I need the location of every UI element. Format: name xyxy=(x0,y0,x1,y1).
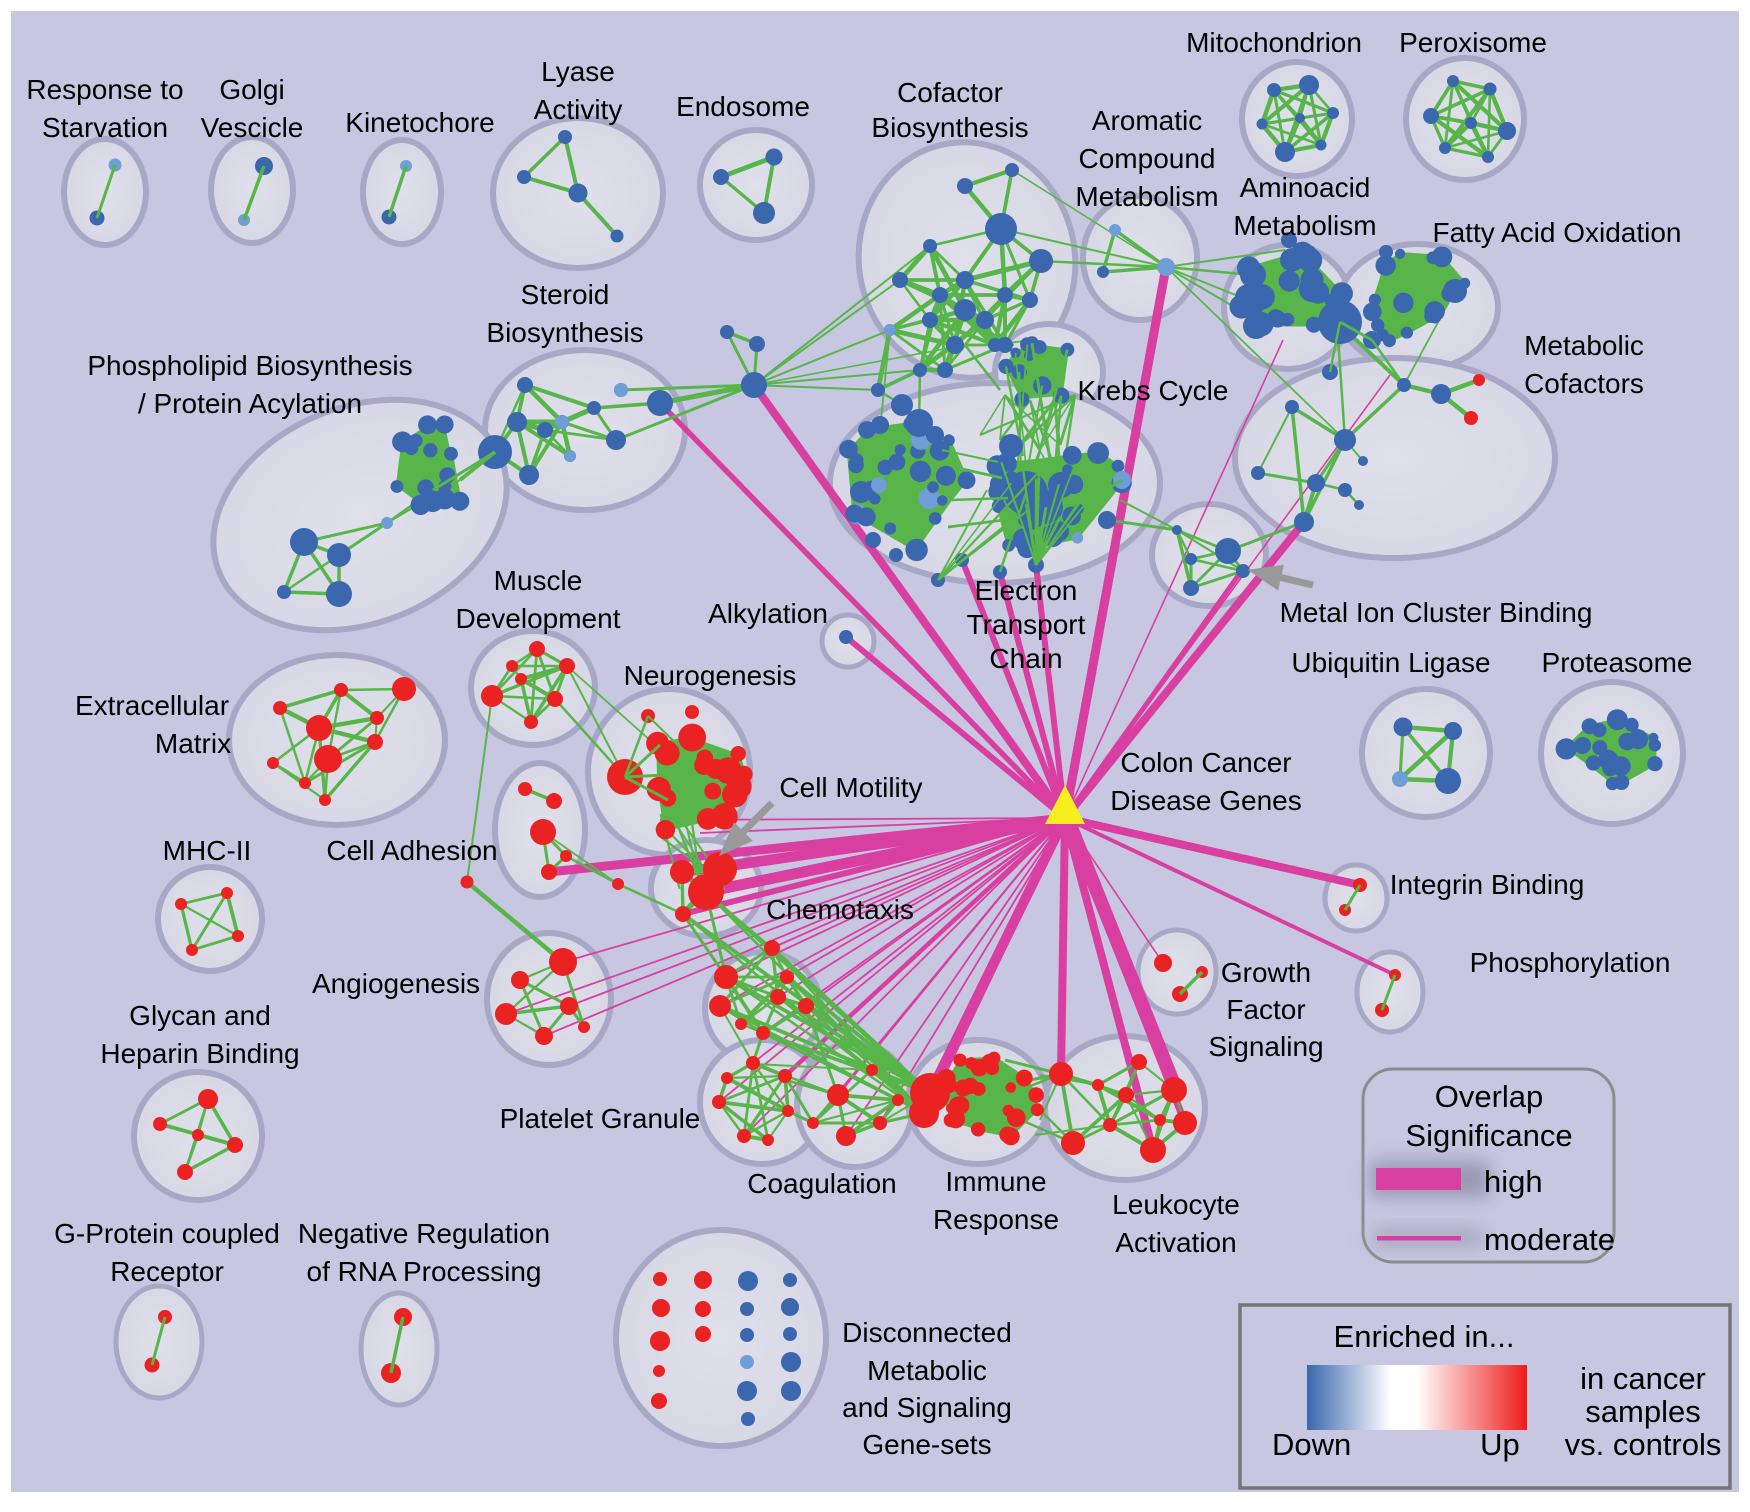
svg-text:Development: Development xyxy=(456,603,621,634)
svg-text:Metal Ion Cluster Binding: Metal Ion Cluster Binding xyxy=(1280,597,1593,628)
svg-text:Aromatic: Aromatic xyxy=(1092,105,1202,136)
svg-text:moderate: moderate xyxy=(1484,1222,1615,1257)
svg-text:Glycan and: Glycan and xyxy=(129,1000,271,1031)
svg-text:Gene-sets: Gene-sets xyxy=(862,1429,991,1460)
svg-text:Response to: Response to xyxy=(26,74,183,105)
svg-text:Disease Genes: Disease Genes xyxy=(1110,785,1301,816)
svg-text:Neurogenesis: Neurogenesis xyxy=(624,660,797,691)
svg-text:Immune: Immune xyxy=(945,1166,1046,1197)
svg-text:Factor: Factor xyxy=(1226,994,1305,1025)
svg-text:Lyase: Lyase xyxy=(541,56,615,87)
svg-text:Compound: Compound xyxy=(1079,143,1216,174)
svg-text:Endosome: Endosome xyxy=(676,91,810,122)
svg-text:Transport: Transport xyxy=(967,609,1086,640)
svg-text:Up: Up xyxy=(1480,1427,1520,1462)
svg-text:of RNA Processing: of RNA Processing xyxy=(307,1256,542,1287)
svg-text:Colon Cancer: Colon Cancer xyxy=(1120,747,1291,778)
svg-text:Kinetochore: Kinetochore xyxy=(345,107,494,138)
svg-text:Integrin Binding: Integrin Binding xyxy=(1390,869,1585,900)
svg-text:Chemotaxis: Chemotaxis xyxy=(766,894,914,925)
svg-text:Cell Adhesion: Cell Adhesion xyxy=(326,835,497,866)
svg-text:Growth: Growth xyxy=(1221,957,1311,988)
svg-text:vs. controls: vs. controls xyxy=(1565,1427,1722,1462)
svg-text:Steroid: Steroid xyxy=(521,279,610,310)
svg-text:Down: Down xyxy=(1272,1427,1351,1462)
svg-text:Metabolic: Metabolic xyxy=(867,1355,987,1386)
svg-text:Aminoacid: Aminoacid xyxy=(1240,172,1371,203)
svg-text:Heparin Binding: Heparin Binding xyxy=(100,1038,299,1069)
svg-text:G-Protein coupled: G-Protein coupled xyxy=(54,1218,280,1249)
svg-text:high: high xyxy=(1484,1164,1543,1199)
svg-text:Vescicle: Vescicle xyxy=(201,112,304,143)
svg-text:Response: Response xyxy=(933,1204,1059,1235)
svg-text:Ubiquitin Ligase: Ubiquitin Ligase xyxy=(1291,647,1490,678)
svg-text:Activation: Activation xyxy=(1115,1227,1236,1258)
svg-text:Matrix: Matrix xyxy=(155,728,231,759)
svg-text:/ Protein Acylation: / Protein Acylation xyxy=(138,388,362,419)
svg-text:Metabolism: Metabolism xyxy=(1233,210,1376,241)
svg-text:Phosphorylation: Phosphorylation xyxy=(1470,947,1671,978)
svg-text:Signaling: Signaling xyxy=(1208,1031,1323,1062)
svg-text:samples: samples xyxy=(1585,1394,1700,1429)
svg-text:and Signaling: and Signaling xyxy=(842,1392,1012,1423)
svg-text:Coagulation: Coagulation xyxy=(747,1168,896,1199)
svg-text:Extracellular: Extracellular xyxy=(75,690,229,721)
svg-text:Starvation: Starvation xyxy=(42,112,168,143)
svg-text:Cofactor: Cofactor xyxy=(897,77,1003,108)
svg-text:Alkylation: Alkylation xyxy=(708,598,828,629)
svg-text:Krebs Cycle: Krebs Cycle xyxy=(1078,375,1229,406)
svg-text:Proteasome: Proteasome xyxy=(1542,647,1693,678)
svg-text:Leukocyte: Leukocyte xyxy=(1112,1189,1240,1220)
svg-text:Activity: Activity xyxy=(534,94,623,125)
svg-text:Cell Motility: Cell Motility xyxy=(779,772,922,803)
svg-text:Mitochondrion: Mitochondrion xyxy=(1186,27,1362,58)
svg-text:Muscle: Muscle xyxy=(494,565,583,596)
svg-text:MHC-II: MHC-II xyxy=(163,835,252,866)
svg-text:Electron: Electron xyxy=(975,575,1078,606)
svg-text:Golgi: Golgi xyxy=(219,74,284,105)
svg-text:Cofactors: Cofactors xyxy=(1524,368,1644,399)
svg-text:Enriched in...: Enriched in... xyxy=(1334,1319,1515,1354)
svg-text:Significance: Significance xyxy=(1405,1118,1572,1153)
svg-text:Disconnected: Disconnected xyxy=(842,1317,1012,1348)
svg-text:Metabolic: Metabolic xyxy=(1524,330,1644,361)
svg-text:Metabolism: Metabolism xyxy=(1075,181,1218,212)
svg-text:Biosynthesis: Biosynthesis xyxy=(871,112,1028,143)
svg-text:Chain: Chain xyxy=(989,643,1062,674)
svg-text:Peroxisome: Peroxisome xyxy=(1399,27,1547,58)
svg-text:Biosynthesis: Biosynthesis xyxy=(486,317,643,348)
svg-text:Receptor: Receptor xyxy=(110,1256,224,1287)
svg-text:in cancer: in cancer xyxy=(1580,1361,1706,1396)
svg-text:Fatty Acid Oxidation: Fatty Acid Oxidation xyxy=(1432,217,1681,248)
svg-text:Angiogenesis: Angiogenesis xyxy=(312,968,480,999)
svg-text:Negative Regulation: Negative Regulation xyxy=(298,1218,550,1249)
svg-text:Platelet Granule: Platelet Granule xyxy=(500,1103,701,1134)
svg-text:Phospholipid Biosynthesis: Phospholipid Biosynthesis xyxy=(87,350,412,381)
svg-text:Overlap: Overlap xyxy=(1435,1079,1544,1114)
